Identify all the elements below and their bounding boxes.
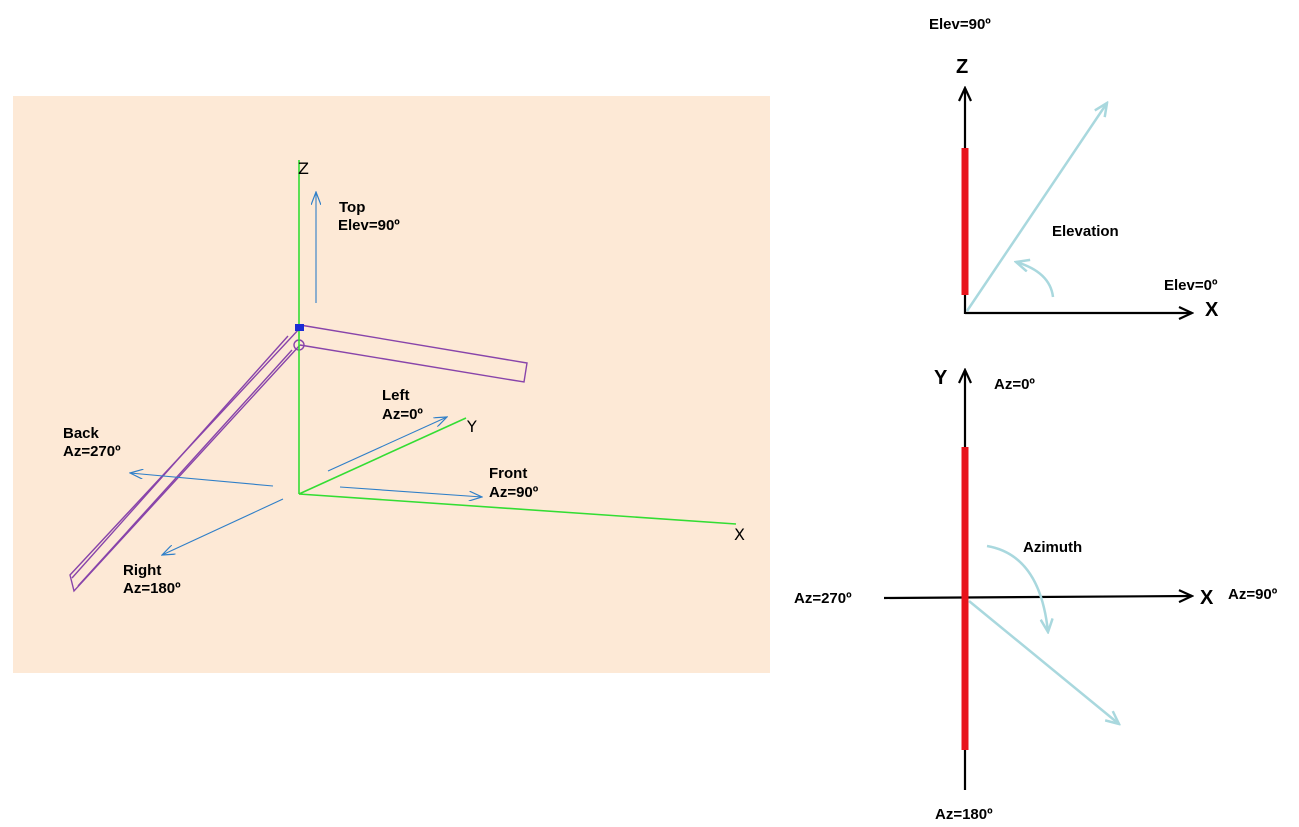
y-axis-line [298, 417, 467, 495]
view3d-background [13, 96, 770, 673]
az-angle-arc [986, 544, 1048, 632]
right-arrow [162, 498, 284, 555]
left-angle-label: Az=0º [382, 406, 423, 423]
y-axis-label-3d: Y [466, 417, 477, 436]
origin-feed-marker [295, 324, 304, 331]
elev-z-axis-label: Z [956, 56, 968, 78]
az-90-label: Az=90º [1228, 586, 1278, 603]
elev-angle-arc [1016, 262, 1055, 298]
back-angle-label: Az=270º [63, 443, 121, 460]
right-label: Right [123, 562, 161, 579]
view3d-panel: Z Y X Top Elev=90º Left Az=0º Back Az=27… [13, 96, 770, 673]
azimuth-diagram: Y Az=0º X Azimuth Az=270º Az=90º Az=180º [794, 367, 1278, 823]
az-x-axis-label: X [1200, 587, 1214, 609]
elev-x-axis-label: X [1205, 299, 1219, 321]
az-vector [968, 600, 1119, 724]
front-angle-label: Az=90º [489, 484, 539, 501]
az-x-axis [883, 596, 1192, 598]
top-label: Top [339, 199, 365, 216]
front-label: Front [489, 465, 527, 482]
top-angle-label: Elev=90º [338, 217, 400, 234]
back-label: Back [63, 425, 100, 442]
back-arrow [130, 473, 274, 487]
elevation-label: Elevation [1052, 223, 1119, 240]
z-axis-label-3d: Z [298, 159, 309, 178]
az-y-axis-label: Y [934, 367, 948, 389]
direction-arrows [130, 192, 482, 555]
elev-vector [965, 103, 1107, 312]
left-arrow [327, 417, 447, 472]
az-180-label: Az=180º [935, 806, 993, 823]
x-axis-line [298, 493, 737, 525]
left-label: Left [382, 387, 410, 404]
azimuth-label: Azimuth [1023, 539, 1082, 556]
x-axis-label-3d: X [734, 525, 745, 544]
right-angle-label: Az=180º [123, 580, 181, 597]
elev-0-label: Elev=0º [1164, 277, 1218, 294]
elevation-diagram: Elev=90º Z X Elevation Elev=0º [929, 16, 1219, 321]
antenna-model [69, 324, 528, 593]
elev-90-label: Elev=90º [929, 16, 991, 33]
front-arrow [339, 486, 482, 497]
az-0-label: Az=0º [994, 376, 1035, 393]
az-270-label: Az=270º [794, 590, 852, 607]
